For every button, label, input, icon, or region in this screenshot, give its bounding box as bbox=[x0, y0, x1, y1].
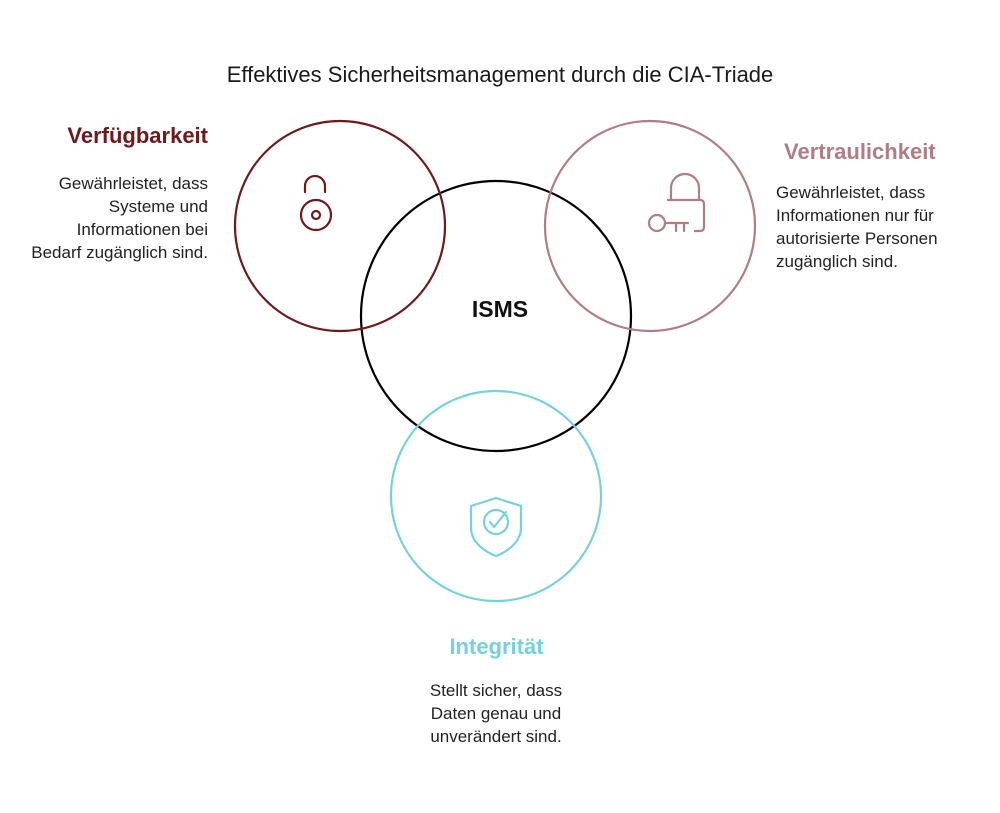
availability-description: Gewährleistet, dass Systeme und Informat… bbox=[31, 174, 208, 262]
isms-circle bbox=[359, 179, 633, 453]
confidentiality-circle bbox=[543, 119, 757, 333]
shield-check-icon bbox=[469, 496, 523, 558]
confidentiality-description: Gewährleistet, dass Informationen nur fü… bbox=[776, 183, 938, 271]
lock-and-key-icon bbox=[647, 172, 706, 233]
open-padlock-icon bbox=[299, 174, 333, 232]
confidentiality-heading: Vertraulichkeit bbox=[784, 139, 936, 164]
availability-heading: Verfügbarkeit bbox=[67, 123, 208, 148]
diagram-title: Effektives Sicherheitsmanagement durch d… bbox=[226, 62, 774, 87]
integrity-heading: Integrität bbox=[449, 634, 544, 659]
integrity-description: Stellt sicher, dass Daten genau und unve… bbox=[429, 681, 563, 746]
integrity-circle bbox=[389, 389, 603, 603]
isms-label: ISMS bbox=[471, 296, 529, 322]
availability-circle bbox=[233, 119, 447, 333]
